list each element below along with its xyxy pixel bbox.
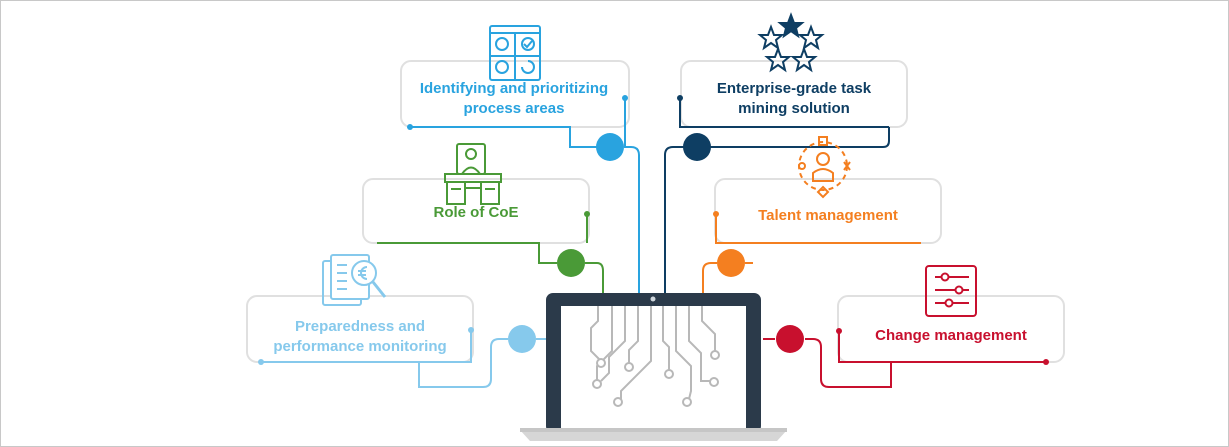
node-enterprise [683,133,711,161]
label-talent: Talent management [758,207,898,224]
dot-preparedness-end [468,327,474,333]
dot-preparedness-start [258,359,264,365]
connector-talent [702,214,921,301]
laptop-icon [520,293,787,441]
connector-identifying [410,98,640,301]
dot-identifying-end [622,95,628,101]
label-preparedness: Preparedness and performance monitoring [273,318,447,355]
label-change: Change management [875,327,1027,344]
dot-change-start [836,328,842,334]
dot-enterprise-start [677,95,683,101]
connector-preparedness [261,331,547,388]
label-identifying: Identifying and prioritizing process are… [419,80,609,117]
connector-enterprise [664,98,890,301]
circuit-traces [590,306,716,400]
label-coe: Role of CoE [433,204,519,221]
talent-target-icon [798,136,851,199]
dot-talent-start [713,211,719,217]
connector-coe [377,214,604,301]
dot-identifying-start [407,124,413,130]
sliders-icon [925,265,977,317]
node-change [776,325,804,353]
node-identifying [596,133,624,161]
node-coe [557,249,585,277]
document-magnifier-icon [322,254,387,306]
checklist-board-icon [489,25,541,81]
label-enterprise: Enterprise-grade task mining solution [716,80,872,117]
node-preparedness [508,325,536,353]
node-talent [717,249,745,277]
presenter-desk-icon [444,143,502,205]
stars-icon [757,12,825,73]
dot-change-end [1043,359,1049,365]
dot-coe-end [584,211,590,217]
connector-change [763,331,1046,388]
